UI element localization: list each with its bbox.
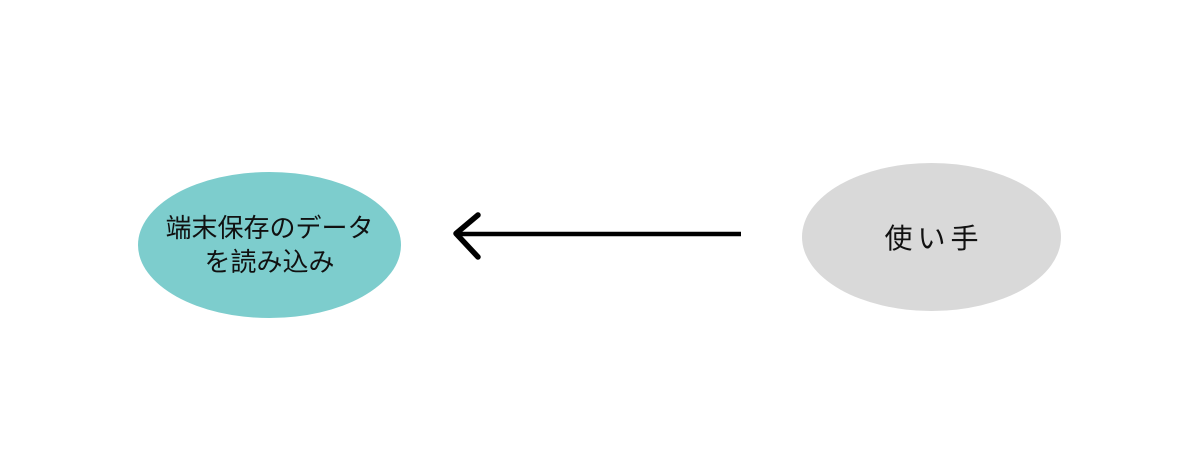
node-load-local-data-label-line2: を読み込み <box>204 247 335 277</box>
node-load-local-data-label-line1: 端末保存のデータ <box>165 213 374 243</box>
node-load-local-data: 端末保存のデータ を読み込み <box>138 172 401 318</box>
node-user-label: 使い手 <box>884 223 984 254</box>
node-load-local-data-label: 端末保存のデータ を読み込み <box>165 211 373 279</box>
node-user: 使い手 <box>802 163 1061 311</box>
left-arrow <box>453 212 741 260</box>
arrow-head-icon <box>453 212 481 260</box>
